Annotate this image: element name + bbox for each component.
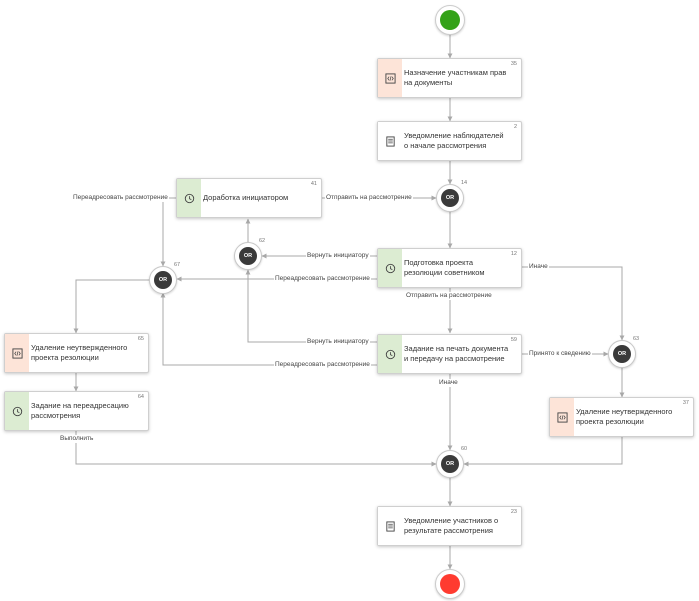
clock-icon [12, 406, 22, 416]
task-side [5, 392, 29, 430]
task-label: Доработка инициатором [203, 193, 289, 202]
code-icon [556, 411, 568, 423]
task-number: 64 [137, 394, 144, 400]
task-number: 37 [682, 400, 689, 406]
edge-g67-to-delete-left [73, 279, 150, 334]
edge-prepare-to-g63 [522, 266, 625, 341]
task-side [5, 334, 29, 372]
edge-label-execute[interactable]: Выполнить [59, 435, 95, 443]
gateway-label: OR [613, 345, 631, 363]
edge-print-to-g67 [160, 292, 378, 366]
task-notify-observers[interactable]: Уведомление наблюдателей о начале рассмо… [377, 121, 522, 161]
task-number: 12 [510, 251, 517, 257]
edge-label-return-initiator[interactable]: Вернуть инициатору [306, 252, 370, 260]
edge-label-send-review[interactable]: Отправить на рассмотрение [405, 292, 493, 300]
gateway-label: OR [239, 247, 257, 265]
gateway-number: 60 [461, 446, 468, 452]
edge-label-otherwise[interactable]: Иначе [438, 379, 459, 387]
task-rework-initiator[interactable]: Доработка инициатором 41 [176, 178, 322, 218]
task-number: 41 [310, 181, 317, 187]
task-label: Удаление неутвержденного проекта резолюц… [576, 407, 673, 426]
clock-icon [385, 263, 395, 273]
code-icon [11, 347, 23, 359]
end-event[interactable] [435, 569, 465, 599]
gateway-label: OR [154, 271, 172, 289]
task-assign-rights[interactable]: Назначение участникам прав на документы … [377, 58, 522, 98]
task-prepare-resolution[interactable]: Подготовка проекта резолюции советником … [377, 248, 522, 288]
task-readdress[interactable]: Задание на переадресацию рассмотрения 64 [4, 391, 149, 431]
task-label: Задание на переадресацию рассмотрения [31, 401, 129, 420]
task-delete-draft-left[interactable]: Удаление неутвержденного проекта резолюц… [4, 333, 149, 373]
task-side [378, 335, 402, 373]
edge-readdress-to-g60 [75, 431, 437, 467]
task-label: Уведомление участников о результате расс… [404, 516, 499, 535]
gateway-or-60[interactable]: OR [436, 450, 464, 478]
document-icon [385, 135, 395, 147]
edge-delete-right-to-g60 [463, 437, 623, 467]
edge-label-readdress[interactable]: Переадресовать рассмотрение [274, 361, 371, 369]
edge-label-return-initiator[interactable]: Вернуть инициатору [306, 338, 370, 346]
clock-icon [385, 349, 395, 359]
task-side [378, 122, 402, 160]
clock-icon [184, 193, 194, 203]
code-icon [384, 72, 396, 84]
task-label: Назначение участникам прав на документы [404, 68, 507, 87]
gateway-number: 63 [633, 336, 640, 342]
gateway-label: OR [441, 455, 459, 473]
task-delete-draft-right[interactable]: Удаление неутвержденного проекта резолюц… [549, 397, 694, 437]
gateway-or-14[interactable]: OR [436, 184, 464, 212]
start-event[interactable] [435, 5, 465, 35]
task-label: Удаление неутвержденного проекта резолюц… [31, 343, 128, 362]
task-number: 2 [513, 124, 517, 130]
task-side [177, 179, 201, 217]
gateway-or-62[interactable]: OR [234, 242, 262, 270]
task-label: Подготовка проекта резолюции советником [404, 258, 485, 277]
edge-label-accepted-info[interactable]: Принято к сведению [528, 350, 592, 358]
gateway-number: 67 [174, 262, 181, 268]
edge-label-otherwise[interactable]: Иначе [528, 263, 549, 271]
gateway-number: 14 [461, 180, 468, 186]
task-side [550, 398, 574, 436]
document-icon [385, 520, 395, 532]
task-side [378, 249, 402, 287]
edge-label-send-review[interactable]: Отправить на рассмотрение [325, 194, 413, 202]
task-label: Задание на печать документа и передачу н… [404, 344, 509, 363]
task-number: 59 [510, 337, 517, 343]
task-number: 23 [510, 509, 517, 515]
gateway-label: OR [441, 189, 459, 207]
edge-label-readdress[interactable]: Переадресовать рассмотрение [72, 194, 169, 202]
task-notify-participants[interactable]: Уведомление участников о результате расс… [377, 506, 522, 546]
task-side [378, 59, 402, 97]
task-number: 35 [510, 61, 517, 67]
task-print-document[interactable]: Задание на печать документа и передачу н… [377, 334, 522, 374]
gateway-number: 62 [259, 238, 266, 244]
start-event-dot [440, 10, 460, 30]
end-event-dot [440, 574, 460, 594]
task-side [378, 507, 402, 545]
gateway-or-63[interactable]: OR [608, 340, 636, 368]
gateway-or-67[interactable]: OR [149, 266, 177, 294]
task-label: Уведомление наблюдателей о начале рассмо… [404, 131, 504, 150]
task-number: 65 [137, 336, 144, 342]
edge-label-readdress[interactable]: Переадресовать рассмотрение [274, 275, 371, 283]
